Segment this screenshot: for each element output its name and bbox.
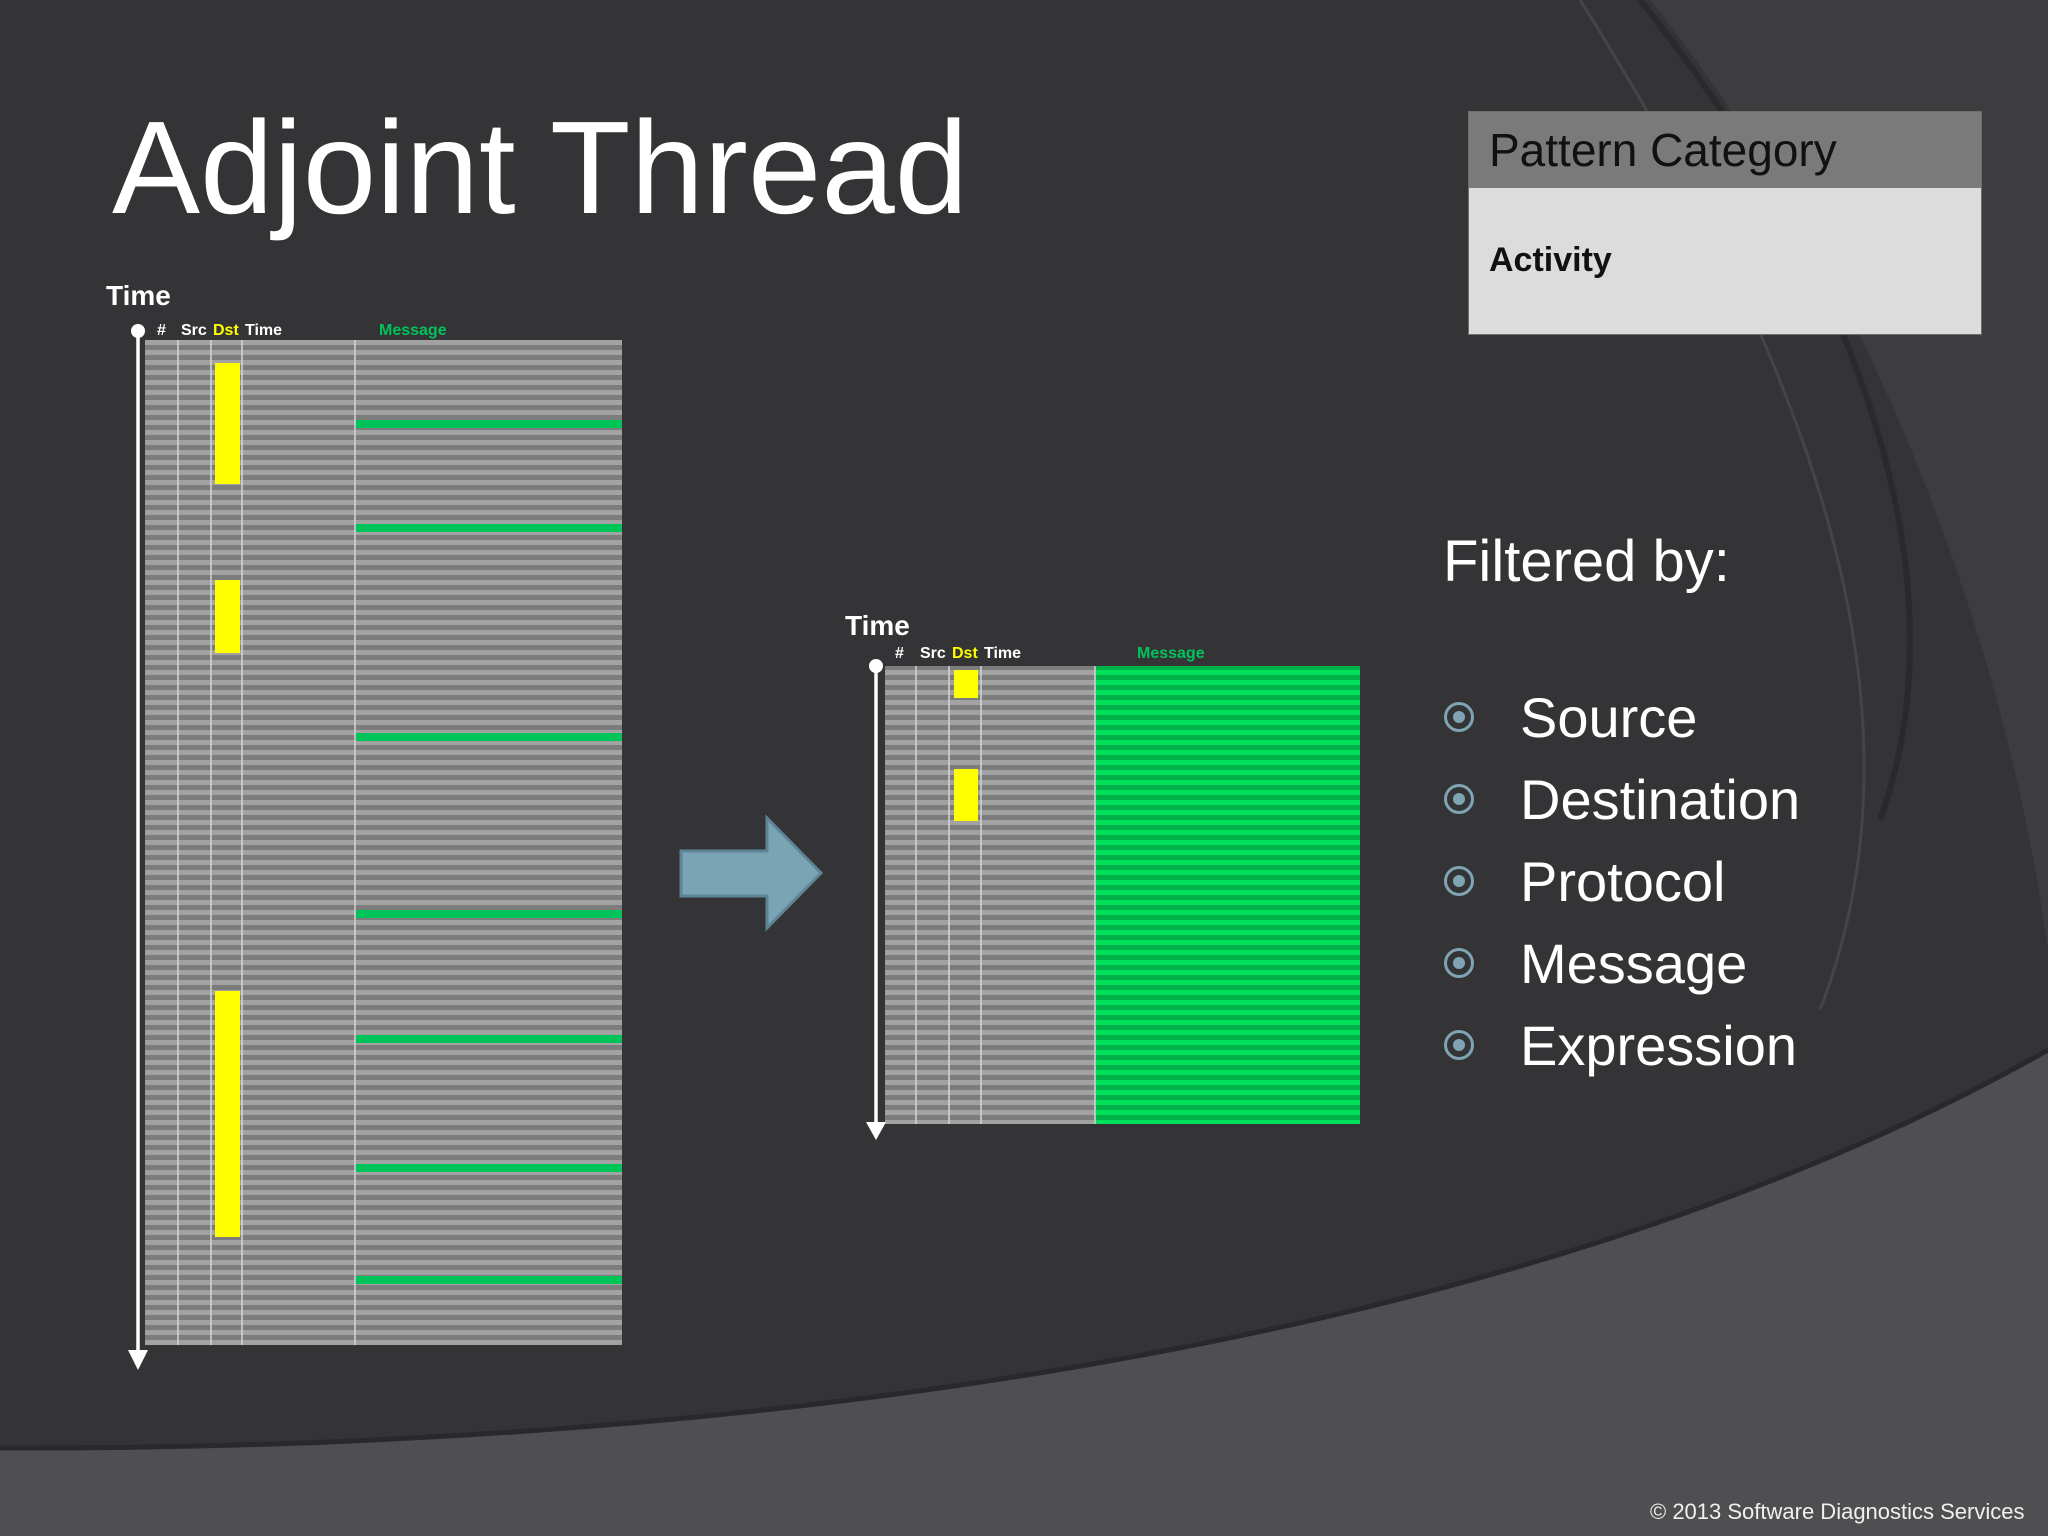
full-trace-col-time: Time — [245, 322, 282, 339]
filtered-trace-time-arrow — [866, 659, 886, 1140]
list-item: Protocol — [1440, 846, 1960, 926]
filtered-trace-col-src: Src — [920, 645, 946, 662]
dst-highlight-block — [215, 580, 240, 653]
dst-highlight-block — [954, 769, 978, 821]
message-highlight-row — [356, 1276, 622, 1284]
message-highlight-row — [356, 1035, 622, 1043]
filtered-trace-col-message: Message — [1137, 645, 1205, 662]
full-trace-col-dst: Dst — [213, 322, 239, 339]
right-arrow-icon — [679, 814, 824, 932]
ring-dot-bullet-icon — [1444, 784, 1474, 814]
message-highlight-row — [356, 1164, 622, 1172]
message-highlight-row — [356, 420, 622, 428]
full-trace-col-message: Message — [379, 322, 447, 339]
message-highlight-row — [356, 733, 622, 741]
filtered-trace-message-area — [1095, 666, 1360, 1124]
message-highlight-row — [356, 910, 622, 918]
pattern-category-value: Activity — [1489, 241, 1612, 279]
ring-dot-bullet-icon — [1444, 948, 1474, 978]
copyright-notice: © 2013 Software Diagnostics Services — [1650, 1499, 2025, 1524]
filtered-trace-col-num: # — [895, 645, 904, 662]
filter-item-label: Destination — [1520, 768, 1801, 831]
ring-dot-bullet-icon — [1444, 1030, 1474, 1060]
filtered-trace-log-area — [885, 666, 1095, 1124]
ring-dot-bullet-icon — [1444, 866, 1474, 896]
list-item: Source — [1440, 682, 1960, 762]
filtered-trace-col-dst: Dst — [952, 645, 978, 662]
filtered-trace-diagram: Time # Src Dst Time Message — [845, 610, 1360, 1140]
list-item: Destination — [1440, 764, 1960, 844]
slide-title: Adjoint Thread — [112, 94, 969, 241]
pattern-category-box: Pattern Category Activity — [1468, 111, 1982, 335]
message-highlight-row — [356, 524, 622, 532]
dst-highlight-block — [215, 991, 240, 1237]
list-item: Expression — [1440, 1010, 1960, 1090]
full-trace-col-src: Src — [181, 322, 207, 339]
full-trace-col-num: # — [157, 322, 166, 339]
filtered-trace-col-time: Time — [984, 645, 1021, 662]
filter-item-label: Protocol — [1520, 850, 1726, 913]
pattern-category-header: Pattern Category — [1469, 112, 1981, 188]
full-trace-diagram: Time # Src Dst Time Message — [106, 280, 622, 1370]
filtered-trace-time-axis-label: Time — [845, 610, 910, 641]
dst-highlight-block — [954, 670, 978, 698]
pattern-category-body — [1469, 188, 1981, 334]
dst-highlight-block — [215, 363, 240, 484]
filter-item-label: Source — [1520, 686, 1698, 749]
filter-item-label: Expression — [1520, 1014, 1798, 1077]
full-trace-time-axis-label: Time — [106, 280, 171, 311]
full-trace-time-arrow — [128, 324, 148, 1370]
list-item: Message — [1440, 928, 1960, 1008]
filter-item-label: Message — [1520, 932, 1748, 995]
filtered-by-label: Filtered by: — [1443, 529, 1730, 594]
ring-dot-bullet-icon — [1444, 702, 1474, 732]
